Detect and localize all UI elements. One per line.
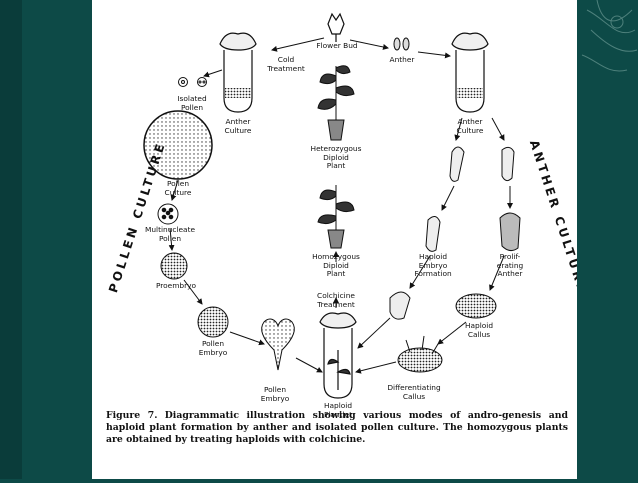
label-haploid-embryo: Haploid Embryo Formation — [414, 252, 452, 279]
haploid-plantlet-tube — [319, 312, 357, 399]
figure-sheet: Flower Bud Cold Treatment Anther Isolate… — [92, 0, 577, 479]
label-pollen-culture: Pollen Culture — [164, 179, 192, 197]
anther-icon — [393, 37, 410, 51]
pollen-embryo-icon — [197, 306, 229, 338]
proembryo-icon — [160, 252, 188, 280]
caption-text: Diagrammatic illustration showing variou… — [106, 410, 568, 446]
pollen-culture-dish-icon — [143, 110, 213, 180]
haploid-callus-icon — [455, 293, 497, 319]
label-differentiating: Differentiating Callus — [387, 383, 441, 401]
label-flower-bud: Flower Bud — [316, 41, 358, 50]
heart-embryo-icon — [261, 318, 295, 371]
label-homozygous: Homozygous Diploid Plant — [312, 252, 360, 279]
proliferating-anther-icon — [499, 212, 521, 252]
heterozygous-plant-icon — [317, 65, 355, 141]
label-anther-culture-left: Anther Culture — [224, 117, 252, 135]
label-isolated-pollen: Isolated Pollen — [177, 94, 207, 112]
diagram-artwork — [143, 12, 521, 399]
anther-culture-tube-right — [451, 32, 489, 113]
label-haploid-plantlet: Haploid Plantlet — [323, 401, 353, 419]
label-pollen-embryo-center: Pollen Embryo — [260, 385, 290, 403]
label-proembryo: Proembryo — [155, 281, 197, 290]
label-heterozygous: Heterozygous Diploid Plant — [310, 144, 362, 171]
anther-culture-tube-left — [219, 32, 257, 113]
caption-figure-number: Figure 7. — [106, 410, 158, 421]
flower-bud-icon — [327, 12, 345, 42]
label-colchicine: Colchicine Treatment — [317, 291, 355, 309]
embryo-release-icon — [389, 291, 411, 320]
multinucleate-pollen-icon — [157, 203, 179, 225]
label-multinucleate: Multinucleate Pollen — [144, 225, 196, 243]
anther-swelling-icon — [449, 146, 465, 182]
figure-caption: Figure 7. Diagrammatic illustration show… — [106, 410, 568, 447]
label-haploid-callus: Haploid Callus — [464, 321, 494, 339]
left-band — [0, 0, 22, 479]
label-pollen-embryo-left: Pollen Embryo — [198, 339, 228, 357]
label-anther-culture-right: Anther Culture — [456, 117, 484, 135]
floral-ornament-icon — [581, 0, 638, 72]
label-anther-top: Anther — [389, 55, 415, 64]
label-cold-treatment: Cold Treatment — [267, 55, 305, 73]
label-proliferating: Prolif- erating Anther — [496, 252, 524, 279]
right-decoration — [577, 0, 638, 479]
embryo-anther-icon — [425, 216, 441, 252]
differentiating-callus-icon — [397, 335, 443, 373]
isolated-pollen-icon — [178, 77, 207, 87]
homozygous-plant-icon — [317, 185, 355, 249]
anther-swelling-icon — [501, 146, 515, 182]
